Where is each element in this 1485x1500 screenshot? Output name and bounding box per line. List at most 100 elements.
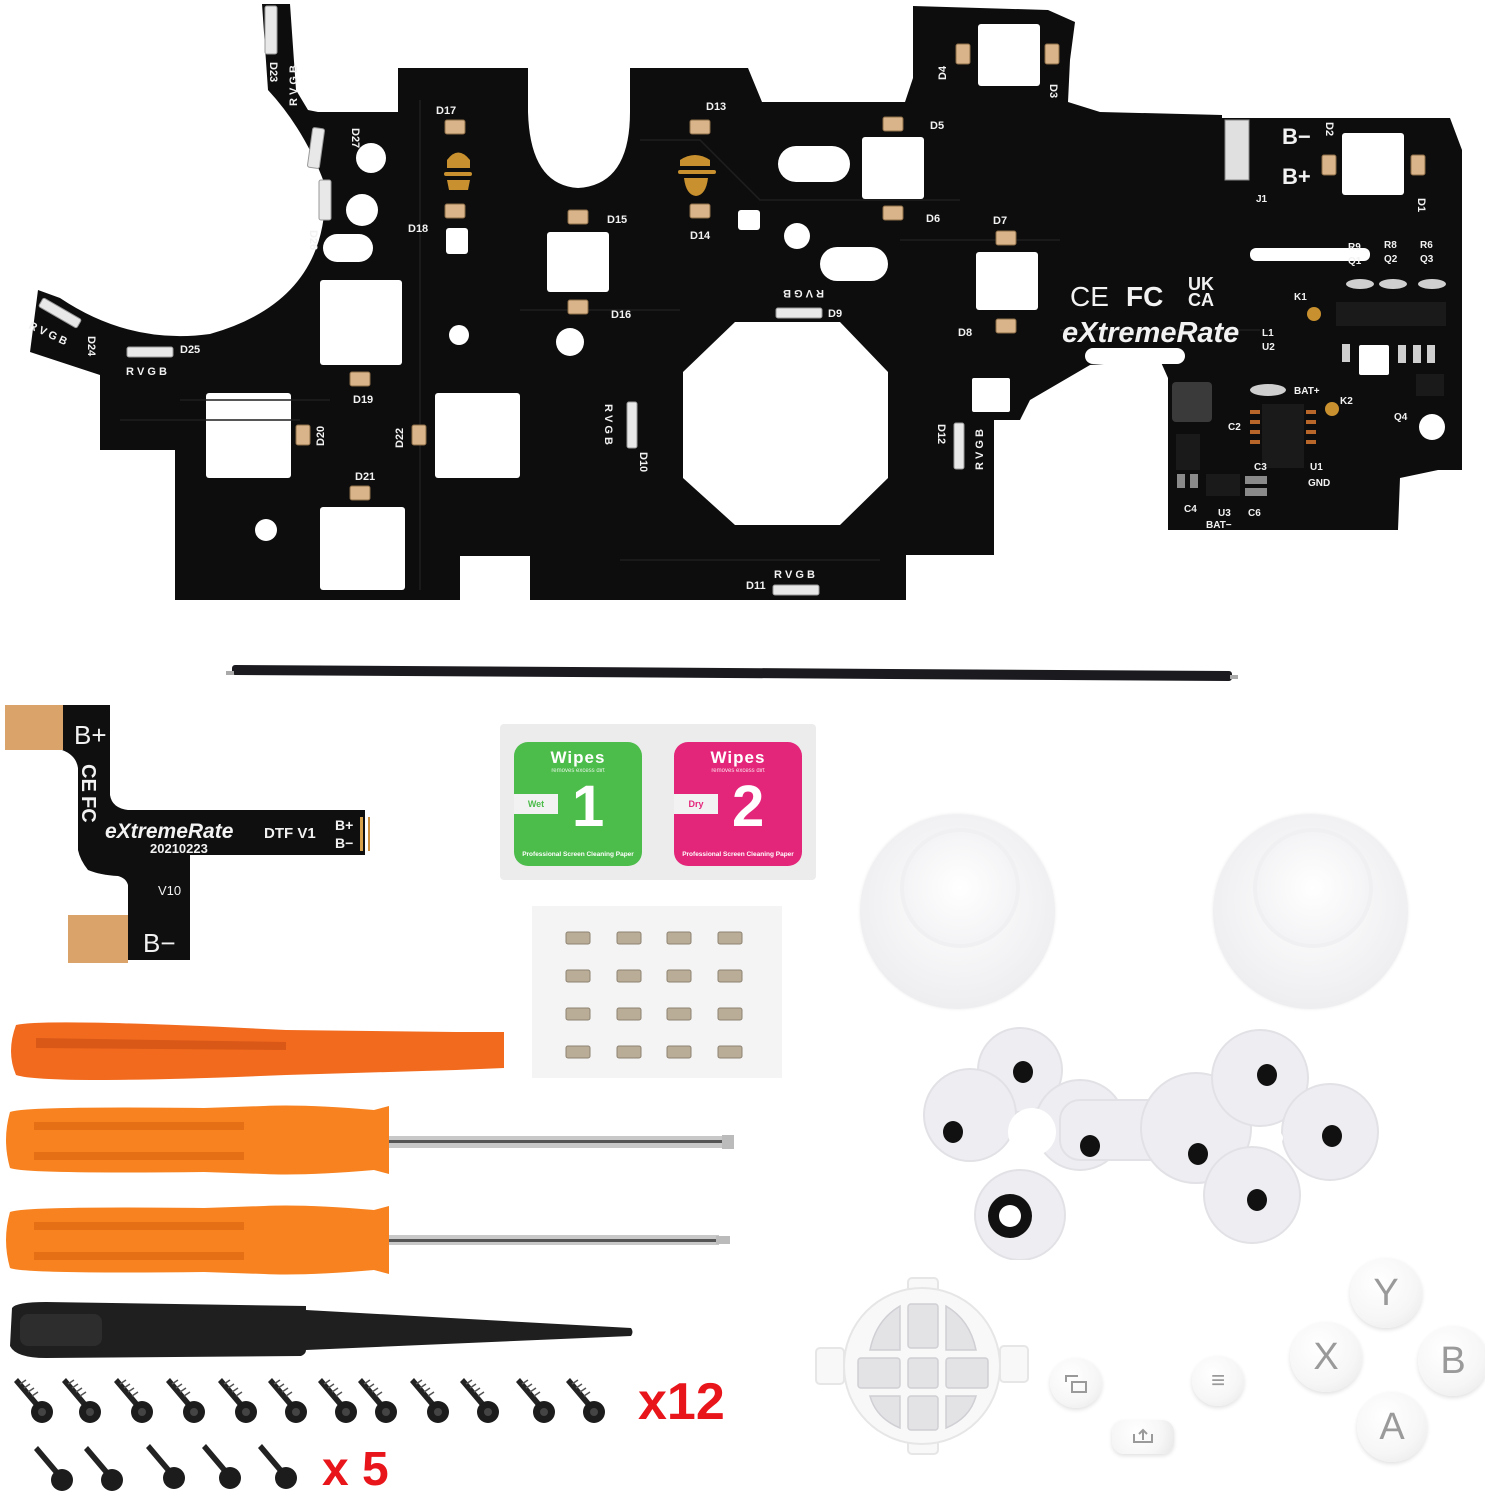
menu-button: ≡ (1192, 1356, 1244, 1406)
flex-contacts (360, 817, 363, 851)
screw-icon (13, 1377, 606, 1424)
plastic-tweezer-pick (10, 1302, 633, 1358)
label-d9: D9 (828, 308, 842, 320)
label-k2: K2 (1340, 396, 1353, 407)
dry-wipe-footer: Professional Screen Cleaning Paper (682, 851, 794, 858)
view-icon (1065, 1375, 1087, 1393)
wet-wipe-tab: Wet (514, 794, 558, 814)
flex-date-code: 20210223 (150, 841, 208, 856)
pcb-cutouts (206, 24, 1445, 590)
pcb-traces (120, 100, 1260, 590)
label-q3: Q3 (1420, 254, 1434, 265)
label-r6: R6 (1420, 240, 1433, 251)
flex-cable-pcb: B+ CE FC eXtremeRate DTF V1 B+ B− 202102… (5, 705, 370, 963)
pry-tool (11, 1022, 504, 1080)
label-d25: D25 (180, 344, 200, 356)
label-d7: D7 (993, 215, 1007, 227)
label-u1: U1 (1310, 462, 1323, 473)
label-d3: D3 (1047, 84, 1059, 98)
face-button-a: A (1357, 1392, 1427, 1462)
share-button (1112, 1420, 1174, 1454)
label-d20: D20 (315, 426, 327, 446)
label-j1: J1 (1256, 194, 1268, 205)
label-d22: D22 (394, 428, 406, 448)
flex-cert-ce: CE (77, 764, 99, 792)
label-q4: Q4 (1394, 412, 1408, 423)
face-button-x-label: X (1313, 1336, 1339, 1378)
label-bat-plus: BAT+ (1294, 386, 1320, 397)
face-button-x: X (1290, 1322, 1362, 1392)
octagon-cutout (683, 322, 888, 525)
view-button (1050, 1358, 1102, 1408)
dry-wipe-number: 2 (732, 774, 765, 839)
label-c2: C2 (1228, 422, 1241, 433)
wet-wipe-footer: Professional Screen Cleaning Paper (522, 851, 634, 858)
label-d16: D16 (611, 309, 631, 321)
dry-wipe-subtitle: removes excess dirt (711, 768, 765, 774)
label-d2: D2 (1323, 122, 1335, 136)
conductive-pads-sheet (532, 906, 782, 1078)
label-rvgb-d9: R V G B (783, 287, 824, 299)
label-d1: D1 (1415, 198, 1427, 212)
pcb-outline (30, 4, 1462, 600)
flex-pad-bottom (68, 915, 128, 963)
label-q1: Q1 (1348, 256, 1362, 267)
label-bat-minus: BAT− (1206, 520, 1232, 531)
main-led-pcb-board: D17 D18 D13 D14 D15 D16 D5 D6 D7 D8 D9 D… (27, 4, 1462, 600)
flex-cert-fc: FC (77, 796, 99, 823)
label-d27: D27 (349, 128, 361, 148)
screw-count-5: x 5 (322, 1443, 389, 1496)
flex-version: V10 (158, 883, 181, 898)
gold-pads (444, 152, 1339, 416)
label-rvgb-d11: R V G B (774, 569, 815, 581)
label-d17: D17 (436, 105, 456, 117)
flex-bplus-small: B+ (335, 817, 353, 833)
label-d4: D4 (937, 65, 949, 80)
label-d26: D26 (307, 230, 319, 250)
label-q2: Q2 (1384, 254, 1398, 265)
dry-wipe: Wipes removes excess dirt Dry 2 Professi… (674, 742, 802, 866)
pcb-brand-logo: eXtremeRate (1062, 317, 1239, 349)
label-k1: K1 (1294, 292, 1307, 303)
rubber-button-pad (923, 1027, 1379, 1260)
screws-row-12 (13, 1377, 606, 1424)
label-c6: C6 (1248, 508, 1261, 519)
screw-icon (34, 1444, 297, 1491)
label-r8: R8 (1384, 240, 1397, 251)
wet-wipe: Wipes removes excess dirt Wet 1 Professi… (514, 742, 642, 866)
label-bminus: B− (1282, 124, 1311, 149)
face-button-b-label: B (1440, 1340, 1466, 1382)
cert-ca: CA (1188, 290, 1214, 310)
wire-tip-right (1230, 675, 1238, 679)
menu-icon: ≡ (1210, 1367, 1225, 1394)
label-bplus: B+ (1282, 164, 1311, 189)
wet-wipe-title: Wipes (550, 748, 606, 767)
dpad (815, 1277, 1029, 1455)
thumbstick-right-cap (1253, 828, 1373, 948)
face-button-y-label: Y (1373, 1272, 1399, 1314)
thumbstick-left (860, 814, 1055, 1009)
flex-model: DTF V1 (264, 825, 316, 842)
wet-wipe-number: 1 (572, 774, 605, 839)
label-c4: C4 (1184, 504, 1197, 515)
face-button-y: Y (1350, 1258, 1422, 1328)
label-d15: D15 (607, 214, 627, 226)
label-gnd: GND (1308, 478, 1330, 489)
wire-tip-left (226, 671, 234, 675)
label-d5: D5 (930, 120, 944, 132)
label-d8: D8 (958, 327, 972, 339)
rgb-side-leds (38, 5, 965, 596)
label-d13: D13 (706, 101, 726, 113)
dry-wipe-title: Wipes (710, 748, 766, 767)
cert-ce: CE (1070, 281, 1109, 312)
label-r9: R9 (1348, 242, 1361, 253)
label-l1: L1 (1262, 328, 1274, 339)
face-button-a-label: A (1379, 1406, 1405, 1448)
label-d12: D12 (935, 424, 947, 444)
screw-count-12: x12 (638, 1373, 725, 1431)
label-d23: D23 (267, 62, 279, 82)
flex-label-bplus-top: B+ (74, 720, 107, 750)
flex-label-bminus-bottom: B− (143, 928, 176, 958)
flex-brand: eXtremeRate (105, 820, 234, 843)
label-d14: D14 (690, 230, 711, 242)
